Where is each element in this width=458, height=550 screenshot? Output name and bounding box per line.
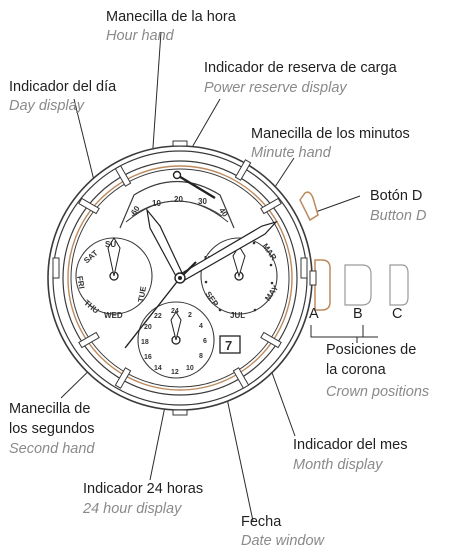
hour-hand-label-en: Hour hand — [106, 28, 175, 44]
second-hand-label-en: Second hand — [9, 441, 95, 457]
day-display-label: Indicador del día — [9, 79, 117, 95]
hour24-label: 20 — [144, 324, 152, 331]
button-d-label-en: Button D — [370, 208, 426, 224]
hour24-label: 16 — [144, 354, 152, 361]
month-label: JUL — [230, 311, 245, 320]
hour24-label: 24 — [171, 308, 179, 315]
power-scale-label: 20 — [174, 195, 183, 204]
date-window: 7 — [219, 335, 241, 354]
month-display-label: Indicador del mes — [293, 437, 407, 453]
callout-labels: Manecilla de la hora Hour hand Indicador… — [9, 9, 429, 549]
minute-hand-label-en: Minute hand — [251, 145, 332, 161]
crown-c — [389, 264, 409, 306]
minute-hand-label: Manecilla de los minutos — [251, 126, 410, 142]
hour24-label: 12 — [171, 369, 179, 376]
date-value: 7 — [225, 338, 232, 353]
date-window-label-en: Date window — [241, 533, 326, 549]
date-window-label: Fecha — [241, 514, 282, 530]
crown-positions-group: A B C — [309, 259, 409, 322]
power-scale-label: 10 — [152, 199, 161, 208]
hour24-display-label-en: 24 hour display — [82, 501, 182, 517]
hour24-label: 18 — [141, 339, 149, 346]
crown-label-c: C — [392, 306, 402, 322]
power-reserve-label: Indicador de reserva de carga — [204, 60, 398, 76]
day-display-label-en: Day display — [9, 98, 85, 114]
crown-positions-label-1: Posiciones de — [326, 342, 416, 358]
main-hands — [124, 207, 278, 349]
day-label: TUE — [136, 285, 148, 303]
month-display-label-en: Month display — [293, 457, 383, 473]
day-label: WED — [104, 311, 123, 320]
crown-a — [314, 259, 331, 311]
hour24-subdial: 24 2 4 6 8 10 12 14 16 18 20 22 — [137, 301, 215, 379]
crown-positions-label-2: la corona — [326, 362, 387, 378]
hour-markers — [52, 159, 308, 389]
hour24-label: 22 — [154, 313, 162, 320]
hour24-label: 2 — [188, 312, 192, 319]
power-reserve-label-en: Power reserve display — [204, 80, 347, 96]
crown-b — [344, 264, 372, 306]
second-hand-label-2: los segundos — [9, 421, 94, 437]
day-label: SU — [105, 240, 116, 249]
hour24-display-label: Indicador 24 horas — [83, 481, 203, 497]
power-scale-label: 30 — [198, 197, 207, 206]
hour24-label: 8 — [199, 353, 203, 360]
crown-label-a: A — [309, 306, 319, 322]
hour24-label: 6 — [203, 338, 207, 345]
button-d-label: Botón D — [370, 188, 422, 204]
crown-positions-label-en: Crown positions — [326, 384, 429, 400]
crown-label-b: B — [353, 306, 363, 322]
day-label: FRI — [75, 275, 86, 289]
button-d — [299, 191, 319, 222]
hour24-label: 4 — [199, 323, 203, 330]
hour24-label: 10 — [186, 365, 194, 372]
hour-hand-label: Manecilla de la hora — [106, 9, 237, 25]
second-hand-label-1: Manecilla de — [9, 401, 90, 417]
hour24-label: 14 — [154, 365, 162, 372]
